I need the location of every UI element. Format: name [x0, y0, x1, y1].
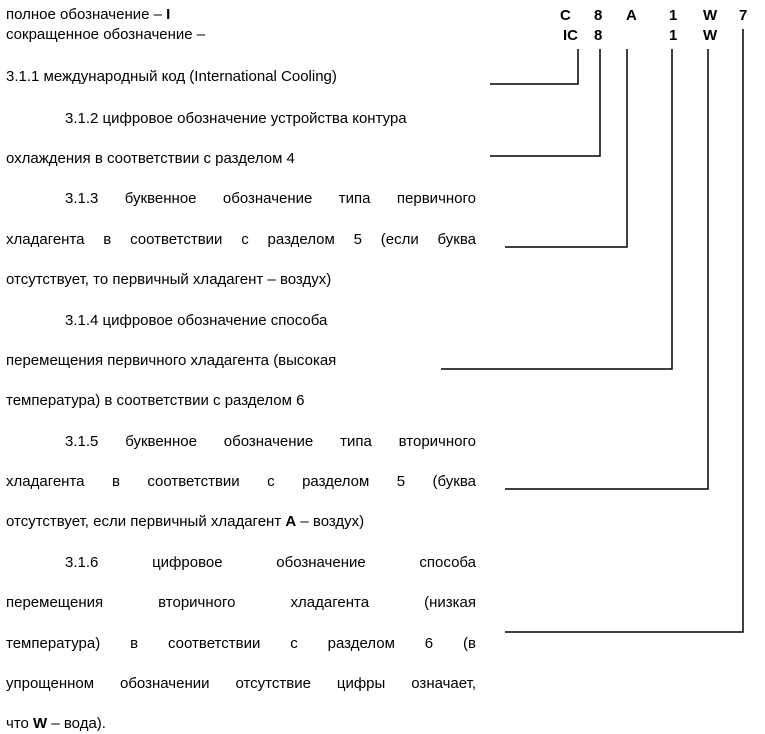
item-3-1-5-line-1: 3.1.5 буквенное обозначение типа вторичн… — [65, 433, 476, 450]
leader-8 — [490, 49, 601, 157]
short-code-ic: IC — [563, 27, 578, 44]
short-code-w: W — [703, 27, 718, 44]
short-code-1: 1 — [669, 27, 678, 44]
item-3-1-5-line-2: хладагента в соответствии с разделом 5 (… — [6, 473, 476, 490]
item-3-1-2-line-2: охлаждения в соответствии с разделом 4 — [6, 150, 295, 167]
full-designation-letter: I — [166, 6, 171, 23]
item-3-1-2-line-1: 3.1.2 цифровое обозначение устройства ко… — [65, 110, 407, 127]
item-3-1-4-line-3: температура) в соответствии с разделом 6 — [6, 392, 305, 409]
full-code-8: 8 — [594, 7, 603, 24]
short-designation-label: сокращенное обозначение – — [6, 26, 206, 43]
item-3-1-6-line-5-text: что — [6, 715, 34, 732]
item-3-1-6-line-3: температура) в соответствии с разделом 6… — [6, 635, 476, 652]
full-code-7: 7 — [739, 7, 748, 24]
item-3-1-1-line-1: 3.1.1 международный код (International C… — [6, 68, 337, 85]
short-code-8: 8 — [594, 27, 603, 44]
item-3-1-6-line-5-bold: W — [33, 715, 48, 732]
item-3-1-5-line-3-bold: А — [285, 513, 297, 530]
leader-a — [505, 49, 628, 248]
full-code-w: W — [703, 7, 718, 24]
full-code-c: C — [560, 7, 571, 24]
item-3-1-6-line-5: что W – вода). — [6, 716, 106, 731]
item-3-1-6-line-4: упрощенном обозначении отсутствие цифры … — [6, 675, 476, 692]
full-code-1: 1 — [669, 7, 678, 24]
item-3-1-3-line-1: 3.1.3 буквенное обозначение типа первичн… — [65, 190, 476, 207]
item-3-1-6-line-1: 3.1.6 цифровое обозначение способа — [65, 554, 476, 571]
item-3-1-6-line-2: перемещения вторичного хладагента (низка… — [6, 594, 476, 611]
leader-w — [505, 49, 709, 490]
item-3-1-5-line-3-text: отсутствует, если первичный хладагент — [6, 513, 286, 530]
full-code-a: A — [626, 7, 637, 24]
item-3-1-4-line-1: 3.1.4 цифровое обозначение способа — [65, 312, 328, 329]
leader-1 — [441, 49, 673, 370]
item-3-1-5-line-3: отсутствует, если первичный хладагент А … — [6, 514, 364, 529]
leader-ic — [490, 49, 579, 85]
item-3-1-5-line-3-tail: – воздух) — [296, 513, 365, 530]
item-3-1-3-line-2: хладагента в соответствии с разделом 5 (… — [6, 231, 476, 248]
item-3-1-4-line-2: перемещения первичного хладагента (высок… — [6, 352, 337, 369]
full-designation-label: полное обозначение – I — [6, 7, 170, 22]
item-3-1-3-line-3: отсутствует, то первичный хладагент – во… — [6, 271, 332, 288]
leader-7 — [505, 29, 744, 633]
full-designation-text: полное обозначение – — [6, 6, 167, 23]
item-3-1-6-line-5-tail: – вода). — [47, 715, 106, 732]
